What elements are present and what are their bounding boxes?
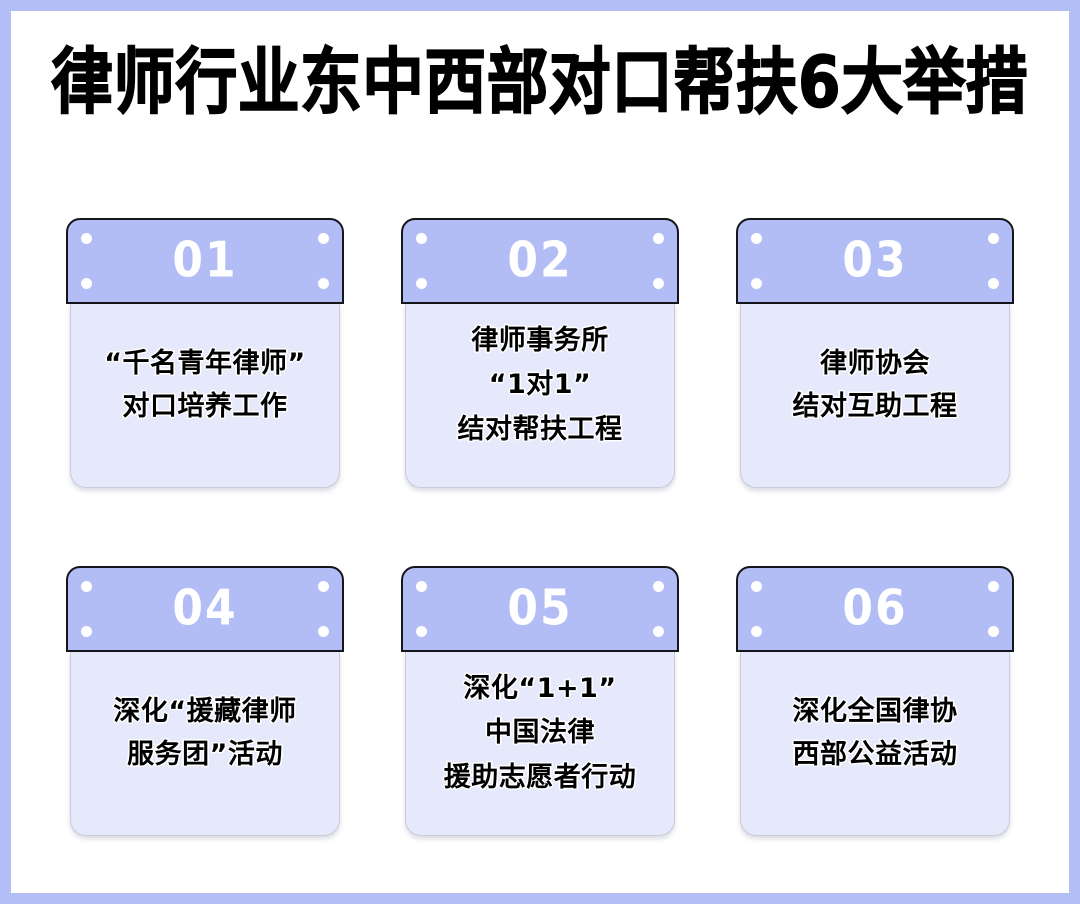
screw-dot-icon	[751, 581, 762, 593]
screw-dot-icon	[988, 581, 999, 593]
card-line: 对口培养工作	[122, 390, 288, 422]
measure-card-01[interactable]: 01 “千名青年律师” 对口培养工作	[66, 218, 344, 489]
card-number-01: 01	[172, 232, 238, 290]
measure-card-05[interactable]: 05 深化“1+1” 中国法律 援助志愿者行动	[401, 566, 679, 837]
measure-card-06[interactable]: 06 深化全国律协 西部公益活动	[736, 566, 1014, 837]
card-line: 深化“1+1”	[463, 672, 617, 704]
card-text-01: “千名青年律师” 对口培养工作	[104, 345, 306, 426]
screw-dot-icon	[81, 626, 92, 638]
screw-dot-icon	[81, 278, 92, 290]
screw-dot-icon	[653, 278, 664, 290]
card-line: 律师协会	[820, 348, 930, 380]
card-number-03: 03	[842, 232, 908, 290]
screw-dot-icon	[81, 581, 92, 593]
screw-dot-icon	[416, 233, 427, 245]
card-text-04: 深化“援藏律师 服务团”活动	[113, 693, 296, 774]
screw-dot-icon	[988, 278, 999, 290]
card-body-04: 深化“援藏律师 服务团”活动	[70, 652, 340, 837]
card-line: “1对1”	[488, 369, 592, 401]
card-line: 深化全国律协	[792, 696, 958, 728]
measure-card-02[interactable]: 02 律师事务所 “1对1” 结对帮扶工程	[401, 218, 679, 489]
card-line: 深化“援藏律师	[113, 696, 297, 728]
card-header-01: 01	[66, 218, 344, 305]
screw-dot-icon	[318, 626, 329, 638]
card-header-06: 06	[736, 566, 1014, 653]
page-title: 律师行业东中西部对口帮扶6大举措	[51, 41, 1029, 125]
screw-dot-icon	[751, 233, 762, 245]
card-line: 律师事务所	[471, 324, 609, 356]
screw-dot-icon	[751, 278, 762, 290]
card-line: 西部公益活动	[792, 738, 958, 770]
screw-dot-icon	[416, 581, 427, 593]
card-text-02: 律师事务所 “1对1” 结对帮扶工程	[458, 321, 623, 451]
screw-dot-icon	[988, 233, 999, 245]
screw-dot-icon	[653, 581, 664, 593]
measure-card-04[interactable]: 04 深化“援藏律师 服务团”活动	[66, 566, 344, 837]
measures-grid: 01 “千名青年律师” 对口培养工作 02	[66, 218, 1014, 837]
screw-dot-icon	[416, 626, 427, 638]
card-text-06: 深化全国律协 西部公益活动	[793, 693, 958, 774]
screw-dot-icon	[751, 626, 762, 638]
card-number-04: 04	[172, 580, 238, 638]
card-text-03: 律师协会 结对互助工程	[793, 345, 958, 426]
card-line: 援助志愿者行动	[443, 761, 637, 793]
card-body-06: 深化全国律协 西部公益活动	[740, 652, 1010, 837]
card-body-05: 深化“1+1” 中国法律 援助志愿者行动	[405, 652, 675, 837]
card-body-03: 律师协会 结对互助工程	[740, 304, 1010, 489]
poster-canvas: 律师行业东中西部对口帮扶6大举措 01 “千名青年律师” 对口培养工作	[11, 11, 1069, 893]
card-line: 结对互助工程	[792, 390, 958, 422]
card-line: 服务团”活动	[127, 738, 283, 770]
card-header-02: 02	[401, 218, 679, 305]
card-header-05: 05	[401, 566, 679, 653]
card-text-05: 深化“1+1” 中国法律 援助志愿者行动	[444, 669, 637, 799]
screw-dot-icon	[653, 233, 664, 245]
card-body-02: 律师事务所 “1对1” 结对帮扶工程	[405, 304, 675, 489]
card-line: 中国法律	[485, 717, 595, 749]
card-number-06: 06	[842, 580, 908, 638]
card-line: 结对帮扶工程	[457, 413, 623, 445]
measure-card-03[interactable]: 03 律师协会 结对互助工程	[736, 218, 1014, 489]
screw-dot-icon	[318, 233, 329, 245]
card-line: “千名青年律师”	[104, 348, 306, 380]
screw-dot-icon	[318, 581, 329, 593]
screw-dot-icon	[653, 626, 664, 638]
card-body-01: “千名青年律师” 对口培养工作	[70, 304, 340, 489]
card-number-05: 05	[507, 580, 573, 638]
screw-dot-icon	[318, 278, 329, 290]
screw-dot-icon	[416, 278, 427, 290]
card-number-02: 02	[507, 232, 573, 290]
card-header-04: 04	[66, 566, 344, 653]
screw-dot-icon	[988, 626, 999, 638]
screw-dot-icon	[81, 233, 92, 245]
card-header-03: 03	[736, 218, 1014, 305]
